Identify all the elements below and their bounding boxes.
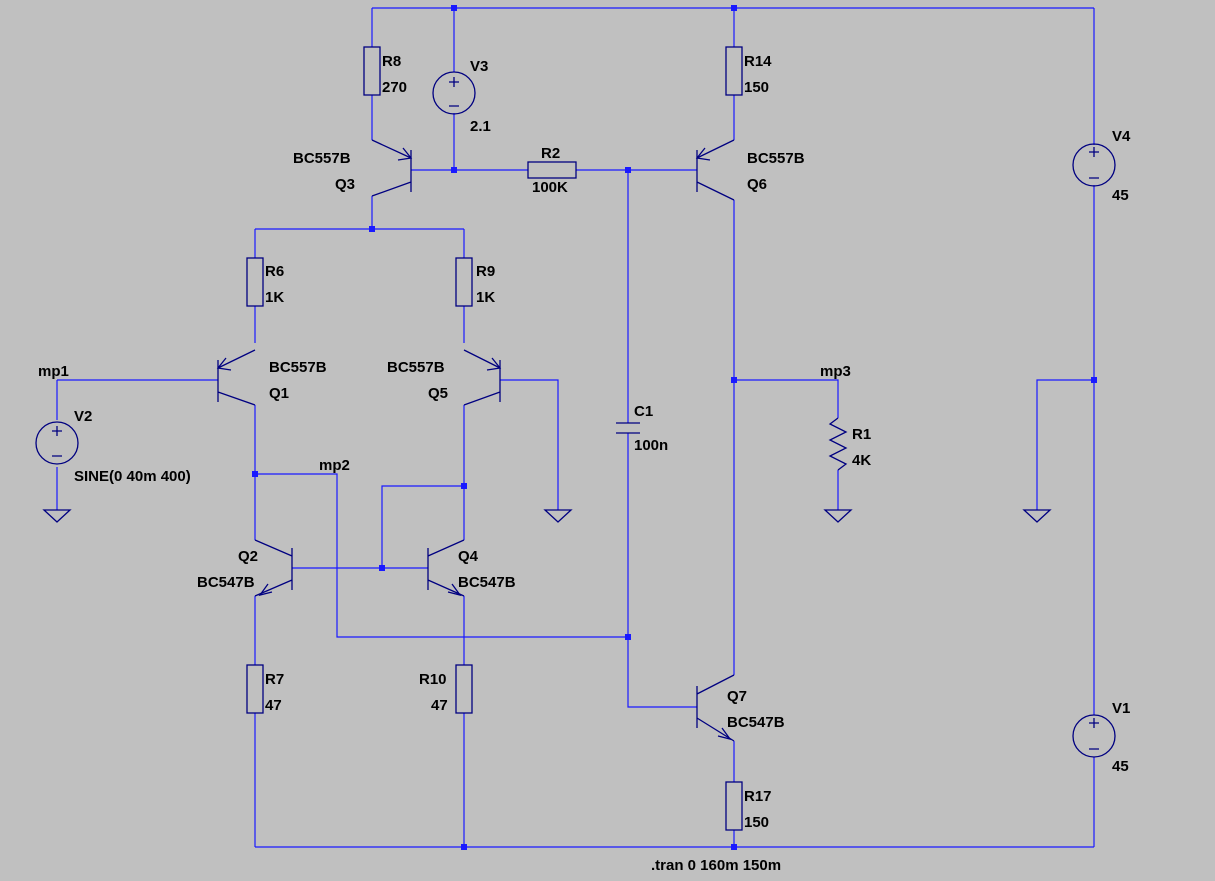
r2-value: 100K	[532, 179, 568, 196]
junction-dot	[1091, 377, 1097, 383]
r9-name: R9	[476, 263, 495, 280]
q1-name: Q1	[269, 385, 289, 402]
r9-value: 1K	[476, 289, 495, 306]
wire-supply-midpoint[interactable]	[1036, 379, 1094, 510]
wire-mirror-diode[interactable]	[381, 485, 464, 568]
wire-r6-r9[interactable]	[254, 229, 465, 343]
ground-icon	[823, 509, 853, 523]
r14-name: R14	[744, 53, 772, 70]
transistor-q7[interactable]: Q7 BC547B	[696, 674, 785, 742]
q2-name: Q2	[238, 548, 258, 565]
transistor-q6[interactable]: BC557B Q6	[695, 139, 805, 201]
voltage-source-v3[interactable]: V3 2.1	[432, 58, 491, 135]
wire-c1[interactable]	[627, 170, 697, 708]
resistor-r17[interactable]: R17 150	[725, 781, 772, 831]
net-label-mp1[interactable]: mp1	[38, 363, 69, 380]
junction-dot	[451, 5, 457, 11]
junction-dot	[625, 634, 631, 640]
r10-name: R10	[419, 671, 447, 688]
resistor-r9[interactable]: R9 1K	[455, 257, 495, 307]
q5-model: BC557B	[387, 359, 445, 376]
v1-value: 45	[1112, 758, 1129, 775]
q5-name: Q5	[428, 385, 448, 402]
v3-value: 2.1	[470, 118, 491, 135]
v4-value: 45	[1112, 187, 1129, 204]
ground-symbols	[42, 509, 1052, 523]
resistor-r8[interactable]: R8 270	[363, 46, 407, 96]
r8-value: 270	[382, 79, 407, 96]
r1-name: R1	[852, 426, 871, 443]
capacitor-c1[interactable]: C1 100n	[616, 403, 668, 454]
q6-model: BC557B	[747, 150, 805, 167]
r1-value: 4K	[852, 452, 871, 469]
ground-icon	[1022, 509, 1052, 523]
v2-name: V2	[74, 408, 92, 425]
ground-icon	[42, 509, 72, 523]
voltage-source-v1[interactable]: V1 45	[1072, 700, 1130, 775]
transistor-q4[interactable]: Q4 BC547B	[427, 539, 516, 597]
r17-value: 150	[744, 814, 769, 831]
r7-name: R7	[265, 671, 284, 688]
q6-name: Q6	[747, 176, 767, 193]
q2-model: BC547B	[197, 574, 255, 591]
wire-q5-base[interactable]	[500, 379, 559, 510]
transistor-q1[interactable]: BC557B Q1	[216, 349, 327, 406]
net-label-mp2[interactable]: mp2	[319, 457, 350, 474]
v3-name: V3	[470, 58, 488, 75]
junction-dot	[731, 5, 737, 11]
r7-value: 47	[265, 697, 282, 714]
r8-name: R8	[382, 53, 401, 70]
q4-model: BC547B	[458, 574, 516, 591]
junction-dot	[461, 483, 467, 489]
resistor-r7[interactable]: R7 47	[246, 664, 284, 714]
q3-name: Q3	[335, 176, 355, 193]
wire-mp2[interactable]	[255, 473, 628, 638]
resistor-r10[interactable]: R10 47	[419, 664, 473, 714]
wires	[56, 7, 1095, 848]
c1-name: C1	[634, 403, 653, 420]
q4-name: Q4	[458, 548, 479, 565]
v2-value: SINE(0 40m 400)	[74, 468, 191, 485]
junction-dot	[731, 844, 737, 850]
r2-name: R2	[541, 145, 560, 162]
q1-model: BC557B	[269, 359, 327, 376]
junction-dot	[379, 565, 385, 571]
transistor-q3[interactable]: BC557B Q3	[293, 139, 413, 197]
junction-dot	[625, 167, 631, 173]
ground-icon	[543, 509, 573, 523]
spice-directive[interactable]: .tran 0 160m 150m	[651, 857, 781, 874]
wire-mp3[interactable]	[734, 379, 839, 510]
q3-model: BC557B	[293, 150, 351, 167]
c1-value: 100n	[634, 437, 668, 454]
r6-value: 1K	[265, 289, 284, 306]
q7-name: Q7	[727, 688, 747, 705]
r10-value: 47	[431, 697, 448, 714]
junction-dot	[731, 377, 737, 383]
resistor-r2[interactable]: R2 100K	[527, 145, 577, 196]
voltage-source-v2[interactable]: V2 SINE(0 40m 400)	[35, 408, 191, 485]
voltage-source-v4[interactable]: V4 45	[1072, 128, 1131, 204]
net-label-mp3[interactable]: mp3	[820, 363, 851, 380]
junction-dot	[451, 167, 457, 173]
r14-value: 150	[744, 79, 769, 96]
resistor-r1[interactable]: R1 4K	[828, 417, 871, 471]
v4-name: V4	[1112, 128, 1131, 145]
resistor-r6[interactable]: R6 1K	[246, 257, 284, 307]
resistor-r14[interactable]: R14 150	[725, 46, 772, 96]
q7-model: BC547B	[727, 714, 785, 731]
r6-name: R6	[265, 263, 284, 280]
junctions	[252, 5, 1097, 850]
transistor-q5[interactable]: BC557B Q5	[387, 349, 502, 406]
junction-dot	[461, 844, 467, 850]
junction-dot	[369, 226, 375, 232]
r17-name: R17	[744, 788, 772, 805]
v1-name: V1	[1112, 700, 1130, 717]
transistor-q2[interactable]: Q2 BC547B	[197, 539, 293, 597]
junction-dot	[252, 471, 258, 477]
